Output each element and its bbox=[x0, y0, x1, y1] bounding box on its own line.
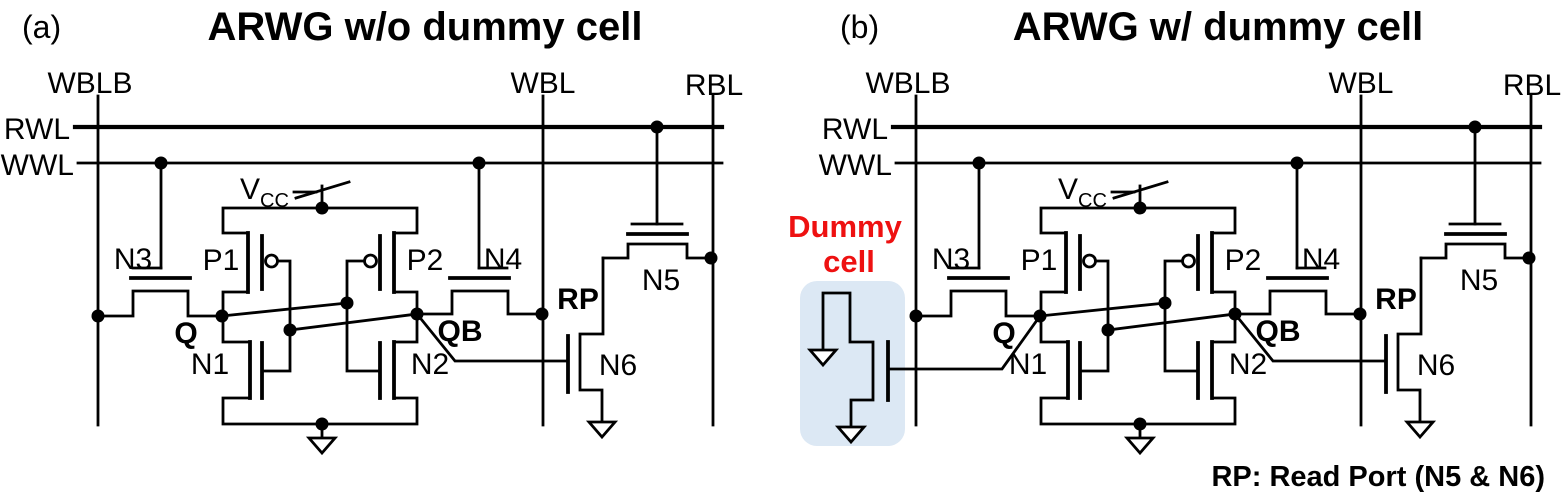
panel-a-schematic bbox=[1, 67, 744, 453]
panel-b-tag: (b) bbox=[840, 9, 879, 45]
dummy-gate-wire bbox=[886, 314, 1042, 371]
dummy-cell-highlight-box bbox=[800, 281, 905, 446]
panel-a-title: ARWG w/o dummy cell bbox=[208, 5, 643, 49]
read-port-caption: RP: Read Port (N5 & N6) bbox=[1211, 461, 1545, 493]
dummy-label-line1: Dummy bbox=[788, 209, 902, 244]
panel-b-title: ARWG w/ dummy cell bbox=[1013, 5, 1423, 49]
dummy-cell-label: Dummy cell bbox=[788, 209, 902, 279]
dummy-cell-transistor bbox=[806, 291, 1042, 445]
dummy-bottom-ground-symbol bbox=[834, 425, 868, 445]
panel-a-tag: (a) bbox=[22, 9, 61, 45]
dummy-top-ground-symbol bbox=[806, 348, 840, 368]
dummy-source-drain bbox=[821, 291, 875, 429]
dummy-label-line2: cell bbox=[823, 244, 875, 279]
panel-b-schematic bbox=[819, 67, 1562, 453]
